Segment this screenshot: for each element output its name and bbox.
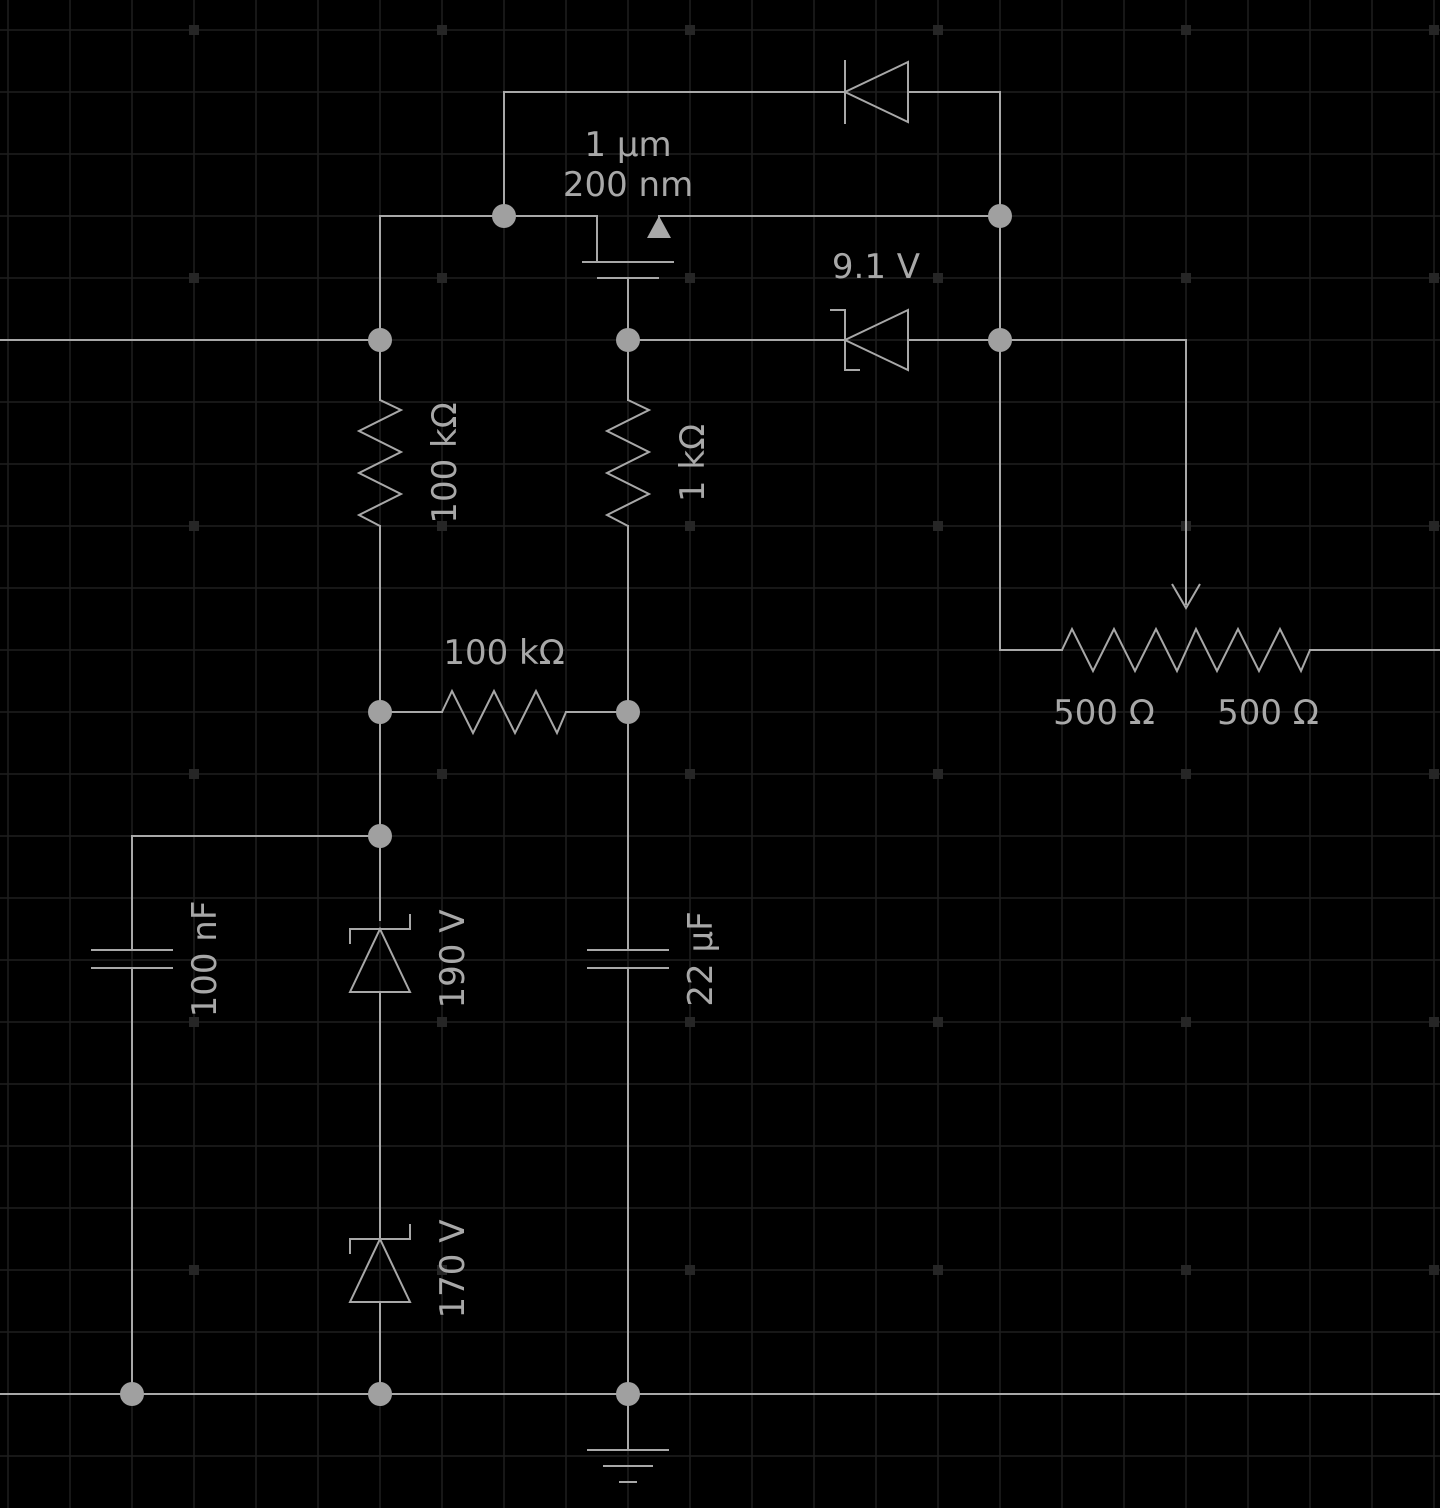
zener-upper[interactable] xyxy=(348,914,412,993)
grid-major-dot xyxy=(437,1265,447,1275)
resistor-mid-vertical[interactable] xyxy=(604,399,652,527)
zener-gate-label: 9.1 V xyxy=(832,247,920,287)
grid-major-dot xyxy=(685,521,695,531)
grid-major-dot xyxy=(933,1265,943,1275)
resistor-horizontal-label: 100 kΩ xyxy=(443,633,564,673)
grid-major-dot xyxy=(437,25,447,35)
grid-major-dot xyxy=(437,273,447,283)
grid-major-dot xyxy=(933,273,943,283)
ground-symbol xyxy=(587,1449,669,1483)
grid-major-dot xyxy=(933,25,943,35)
resistor-left-vertical-label: 100 kΩ xyxy=(425,402,465,523)
grid-major-dot xyxy=(1429,769,1439,779)
node[interactable] xyxy=(368,824,392,848)
grid-major-dot xyxy=(189,1017,199,1027)
grid-major-dot xyxy=(1181,1265,1191,1275)
grid-major-dot xyxy=(437,769,447,779)
grid-major-dot xyxy=(1429,1265,1439,1275)
mosfet-length-label: 200 nm xyxy=(563,165,693,205)
resistor-left-vertical[interactable] xyxy=(356,399,404,527)
node[interactable] xyxy=(616,700,640,724)
grid-major-dot xyxy=(685,1017,695,1027)
nodes xyxy=(120,204,1012,1406)
grid-major-dot xyxy=(1429,25,1439,35)
node[interactable] xyxy=(988,328,1012,352)
grid-major-dot xyxy=(1429,273,1439,283)
capacitor-left[interactable] xyxy=(91,949,173,969)
zener-upper-label: 190 V xyxy=(433,910,473,1009)
grid-major-dot xyxy=(189,25,199,35)
labels: 1 µm 200 nm 9.1 V 100 kΩ 1 kΩ 100 kΩ 500… xyxy=(185,125,1319,1318)
grid-major-dot xyxy=(685,273,695,283)
wires xyxy=(0,91,1440,1451)
wire-cap-branch xyxy=(131,835,381,951)
grid-major-dot xyxy=(933,1017,943,1027)
wire-diode-loop-left xyxy=(503,91,846,217)
grid-major-dot xyxy=(1181,769,1191,779)
zener-gate[interactable] xyxy=(830,308,909,372)
grid-major-dot xyxy=(437,1017,447,1027)
node[interactable] xyxy=(368,1382,392,1406)
wire-top-rail-right xyxy=(658,215,1001,237)
node[interactable] xyxy=(368,700,392,724)
grid-major-dot xyxy=(189,1265,199,1275)
grid-major-dot xyxy=(933,769,943,779)
grid-major-dot xyxy=(437,521,447,531)
node[interactable] xyxy=(616,328,640,352)
mosfet[interactable] xyxy=(582,216,674,279)
mosfet-width-label: 1 µm xyxy=(584,125,671,165)
node[interactable] xyxy=(368,328,392,352)
pot-left-label: 500 Ω xyxy=(1053,693,1155,733)
grid-major-dot xyxy=(189,273,199,283)
node[interactable] xyxy=(492,204,516,228)
wire-right-column xyxy=(999,215,1063,651)
potentiometer[interactable] xyxy=(1061,583,1311,674)
grid-major-dot xyxy=(1429,1017,1439,1027)
capacitor-mid-label: 22 µF xyxy=(681,911,721,1006)
grid-major-dot xyxy=(1181,1017,1191,1027)
grid-major-dot xyxy=(1181,273,1191,283)
node[interactable] xyxy=(988,204,1012,228)
grid-major-dot xyxy=(933,521,943,531)
capacitor-left-label: 100 nF xyxy=(185,901,225,1018)
resistor-mid-vertical-label: 1 kΩ xyxy=(673,424,713,502)
grid-major-dot xyxy=(1181,25,1191,35)
capacitor-mid[interactable] xyxy=(587,949,669,969)
node[interactable] xyxy=(120,1382,144,1406)
wire-diode-loop-right xyxy=(907,91,1001,217)
zener-lower[interactable] xyxy=(348,1224,412,1303)
diode-feedback[interactable] xyxy=(842,60,909,124)
grid-major-dot xyxy=(189,521,199,531)
wire-wiper xyxy=(999,339,1187,605)
resistor-horizontal[interactable] xyxy=(441,688,567,736)
grid-major-dot xyxy=(1429,521,1439,531)
grid-major-dot xyxy=(685,769,695,779)
pot-right-label: 500 Ω xyxy=(1217,693,1319,733)
node[interactable] xyxy=(616,1382,640,1406)
grid-major-dot xyxy=(189,769,199,779)
wire-top-rail-left xyxy=(379,215,598,263)
grid-major-dot xyxy=(685,25,695,35)
grid-major-dot xyxy=(685,1265,695,1275)
zener-lower-label: 170 V xyxy=(433,1220,473,1319)
